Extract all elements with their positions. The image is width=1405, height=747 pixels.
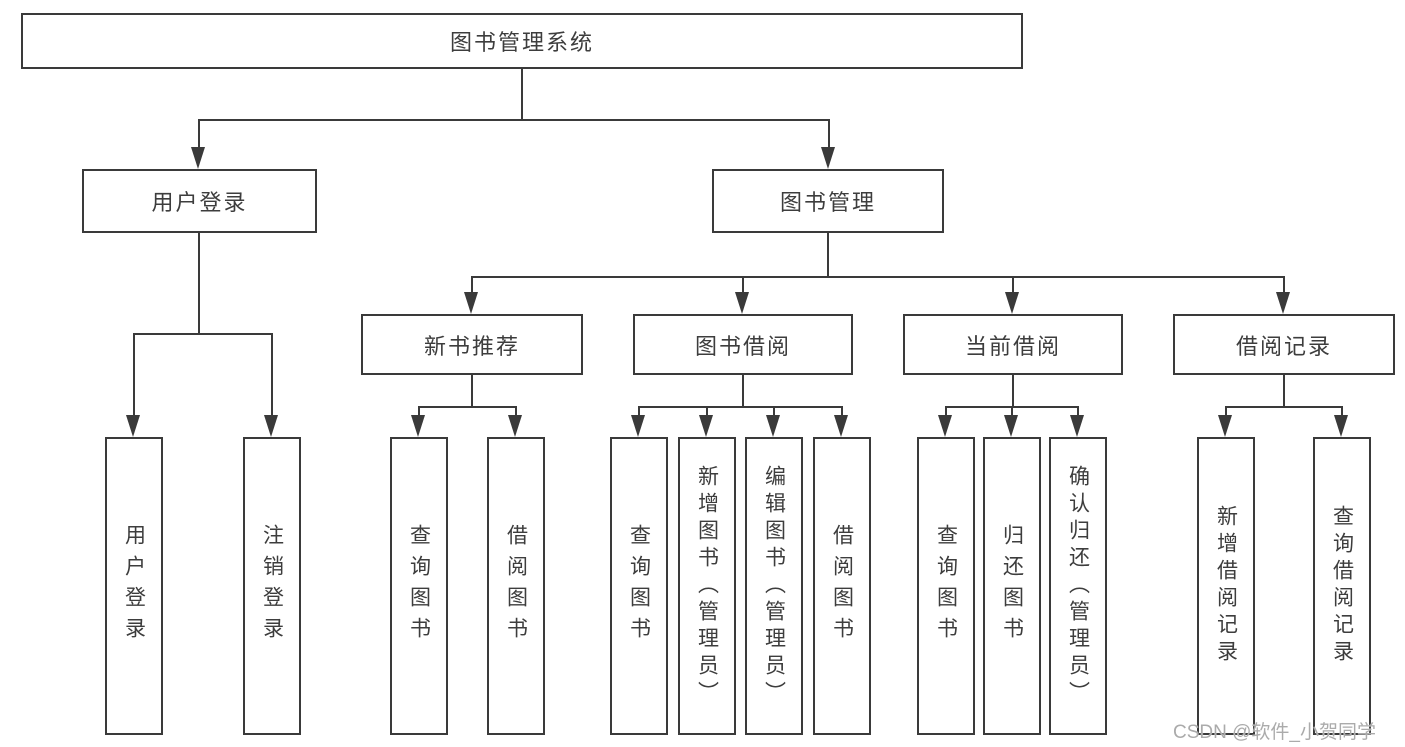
connector	[133, 333, 135, 417]
connector	[841, 406, 843, 418]
arrowhead-down-icon	[735, 292, 749, 314]
leaf-query-books-current-label: 查询图书	[934, 524, 958, 648]
node-root-label: 图书管理系统	[449, 30, 594, 55]
connector	[198, 119, 829, 121]
arrowhead-down-icon	[938, 415, 952, 437]
leaf-user-login: 用户登录	[105, 437, 163, 735]
leaf-add-book-admin: 新增图书（管理员）	[678, 437, 736, 735]
node-book-borrow: 图书借阅	[633, 314, 853, 375]
connector	[471, 375, 473, 408]
leaf-borrow-books-recommend: 借阅图书	[487, 437, 545, 735]
leaf-logout: 注销登录	[243, 437, 301, 735]
arrowhead-down-icon	[1005, 292, 1019, 314]
connector	[271, 333, 273, 417]
arrowhead-down-icon	[766, 415, 780, 437]
leaf-query-books-borrow: 查询图书	[610, 437, 668, 735]
arrowhead-down-icon	[1334, 415, 1348, 437]
arrowhead-down-icon	[264, 415, 278, 437]
leaf-add-borrow-record: 新增借阅记录	[1197, 437, 1255, 735]
arrowhead-down-icon	[1218, 415, 1232, 437]
node-current-borrow: 当前借阅	[903, 314, 1123, 375]
connector	[1077, 406, 1079, 418]
connector	[1341, 406, 1343, 418]
arrowhead-down-icon	[821, 147, 835, 169]
connector	[1225, 406, 1342, 408]
leaf-query-borrow-record-label: 查询借阅记录	[1330, 505, 1354, 667]
arrowhead-down-icon	[1276, 292, 1290, 314]
leaf-confirm-return-admin-label: 确认归还（管理员）	[1066, 464, 1090, 708]
node-book-management: 图书管理	[712, 169, 944, 233]
arrowhead-down-icon	[411, 415, 425, 437]
leaf-add-borrow-record-label: 新增借阅记录	[1214, 505, 1238, 667]
leaf-add-book-admin-label: 新增图书（管理员）	[695, 464, 719, 708]
connector	[828, 119, 830, 149]
node-new-book-recommend-label: 新书推荐	[423, 333, 520, 359]
connector	[1012, 276, 1014, 294]
arrowhead-down-icon	[508, 415, 522, 437]
leaf-query-borrow-record: 查询借阅记录	[1313, 437, 1371, 735]
arrowhead-down-icon	[464, 292, 478, 314]
connector	[471, 276, 1284, 278]
connector	[1011, 406, 1013, 418]
connector	[773, 406, 775, 418]
csdn-watermark: CSDN @软件_小贺同学	[1173, 722, 1376, 743]
leaf-logout-label: 注销登录	[260, 524, 284, 648]
leaf-borrow-books-label: 借阅图书	[830, 524, 854, 648]
node-new-book-recommend: 新书推荐	[361, 314, 583, 375]
connector	[1012, 375, 1014, 408]
leaf-edit-book-admin: 编辑图书（管理员）	[745, 437, 803, 735]
connector	[418, 406, 516, 408]
leaf-return-book: 归还图书	[983, 437, 1041, 735]
leaf-query-books-borrow-label: 查询图书	[627, 524, 651, 648]
node-user-login: 用户登录	[82, 169, 317, 233]
connector	[198, 119, 200, 149]
leaf-borrow-books: 借阅图书	[813, 437, 871, 735]
arrowhead-down-icon	[834, 415, 848, 437]
connector	[198, 233, 200, 335]
arrowhead-down-icon	[1070, 415, 1084, 437]
node-current-borrow-label: 当前借阅	[964, 333, 1061, 359]
leaf-query-books-current: 查询图书	[917, 437, 975, 735]
arrowhead-down-icon	[631, 415, 645, 437]
connector	[418, 406, 420, 418]
leaf-edit-book-admin-label: 编辑图书（管理员）	[762, 464, 786, 708]
leaf-query-books-recommend-label: 查询图书	[407, 524, 431, 648]
connector	[638, 406, 640, 418]
connector	[1283, 375, 1285, 408]
node-borrow-records-label: 借阅记录	[1235, 333, 1332, 359]
node-borrow-records: 借阅记录	[1173, 314, 1395, 375]
connector	[471, 276, 473, 294]
leaf-user-login-label: 用户登录	[122, 524, 146, 648]
connector	[638, 406, 842, 408]
leaf-confirm-return-admin: 确认归还（管理员）	[1049, 437, 1107, 735]
leaf-return-book-label: 归还图书	[1000, 524, 1024, 648]
leaf-query-books-recommend: 查询图书	[390, 437, 448, 735]
connector	[706, 406, 708, 418]
arrowhead-down-icon	[699, 415, 713, 437]
arrowhead-down-icon	[191, 147, 205, 169]
connector	[742, 276, 744, 294]
arrowhead-down-icon	[126, 415, 140, 437]
connector	[742, 375, 744, 408]
node-book-borrow-label: 图书借阅	[694, 333, 791, 359]
connector	[133, 333, 273, 335]
node-root: 图书管理系统	[21, 13, 1023, 69]
connector	[945, 406, 947, 418]
leaf-borrow-books-recommend-label: 借阅图书	[504, 524, 528, 648]
connector	[521, 69, 523, 120]
connector	[827, 233, 829, 278]
connector	[1283, 276, 1285, 294]
node-user-login-label: 用户登录	[151, 190, 248, 215]
connector	[515, 406, 517, 418]
node-book-management-label: 图书管理	[779, 190, 876, 215]
arrowhead-down-icon	[1004, 415, 1018, 437]
connector	[1225, 406, 1227, 418]
